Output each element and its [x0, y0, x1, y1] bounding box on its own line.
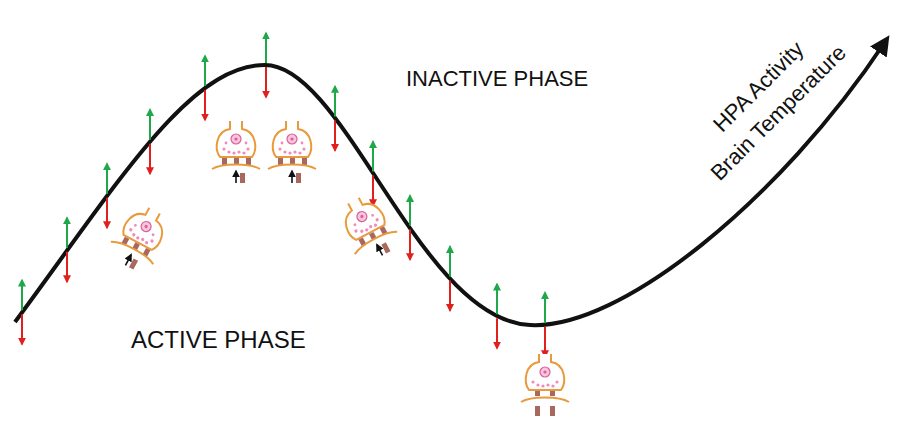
synapse-icon: [268, 121, 316, 183]
down-arrow: [449, 280, 451, 310]
up-arrow: [372, 142, 374, 172]
down-arrow: [265, 67, 267, 97]
up-arrow: [544, 293, 546, 323]
down-arrow: [149, 144, 151, 174]
phase-label: INACTIVE PHASE: [406, 66, 588, 91]
up-arrow: [409, 196, 411, 226]
up-arrow: [449, 246, 451, 276]
synapse-icon: [212, 121, 260, 183]
up-arrow: [149, 110, 151, 140]
synapse-icon: [332, 189, 403, 266]
up-arrow: [265, 33, 267, 63]
up-arrow: [106, 164, 108, 194]
down-arrow: [106, 198, 108, 228]
up-arrow: [21, 280, 23, 310]
down-arrow: [409, 230, 411, 260]
synapse-icon: [521, 354, 569, 416]
up-arrow: [334, 86, 336, 116]
phase-label: ACTIVE PHASE: [131, 326, 306, 354]
down-arrow: [372, 176, 374, 206]
down-arrow: [204, 90, 206, 120]
up-arrow: [496, 284, 498, 314]
up-arrow: [66, 218, 68, 248]
down-arrow: [21, 314, 23, 344]
synapse-icon: [104, 199, 175, 276]
up-arrow: [204, 56, 206, 86]
down-arrow: [544, 327, 546, 357]
down-arrow: [66, 252, 68, 282]
down-arrow: [496, 318, 498, 348]
down-arrow: [334, 120, 336, 150]
